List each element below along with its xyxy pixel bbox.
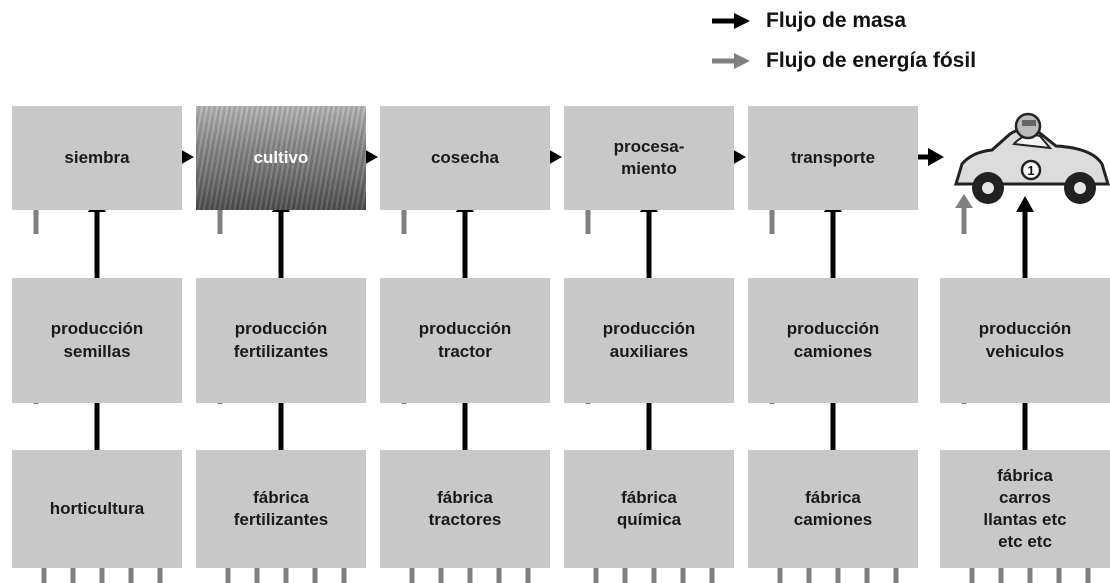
box-label: cultivo	[253, 147, 309, 167]
legend-mass-flow: Flujo de masa	[710, 6, 906, 36]
box-transporte: transporte	[748, 106, 918, 210]
box-cultivo: cultivo	[196, 106, 366, 210]
box-car	[940, 106, 1110, 210]
box-fabrica-camiones: fábrica camiones	[748, 450, 918, 568]
box-label: fábrica camiones	[793, 487, 873, 529]
box-fabrica-carros: fábrica carros llantas etc etc etc	[940, 450, 1110, 568]
box-label: producción camiones	[786, 319, 880, 361]
box-label: cosecha	[430, 147, 500, 167]
box-label: producción auxiliares	[602, 319, 696, 361]
race-car-icon: 1	[953, 112, 1110, 204]
box-produccion-auxiliares: producción auxiliares	[564, 278, 734, 403]
box-label: producción fertilizantes	[233, 319, 329, 361]
energy-arrow-up	[955, 194, 973, 234]
legend-energy-flow-label: Flujo de energía fósil	[766, 49, 977, 72]
box-fabrica-fertilizantes: fábrica fertilizantes	[196, 450, 366, 568]
legend-mass-flow-label: Flujo de masa	[766, 9, 907, 32]
black-arrow-icon	[712, 13, 750, 29]
box-label: fábrica carros llantas etc etc etc	[983, 465, 1067, 552]
box-fabrica-tractores: fábrica tractores	[380, 450, 550, 568]
box-label: procesa- miento	[613, 136, 685, 178]
box-produccion-fertilizantes: producción fertilizantes	[196, 278, 366, 403]
box-procesamiento: procesa- miento	[564, 106, 734, 210]
box-label: producción tractor	[418, 319, 512, 361]
legend-energy-flow: Flujo de energía fósil	[710, 46, 976, 76]
box-produccion-semillas: producción semillas	[12, 278, 182, 403]
gray-arrow-icon	[712, 53, 750, 69]
mass-arrow-up	[1016, 196, 1034, 288]
box-horticultura: horticultura	[12, 450, 182, 568]
box-label: transporte	[790, 147, 876, 167]
box-fabrica-quimica: fábrica química	[564, 450, 734, 568]
box-label: siembra	[64, 147, 130, 167]
box-label: fábrica tractores	[428, 487, 502, 529]
box-label: fábrica química	[616, 487, 682, 529]
box-produccion-vehiculos: producción vehiculos	[940, 278, 1110, 403]
box-siembra: siembra	[12, 106, 182, 210]
box-label: horticultura	[49, 498, 145, 518]
box-produccion-camiones: producción camiones	[748, 278, 918, 403]
box-produccion-tractor: producción tractor	[380, 278, 550, 403]
box-label: producción semillas	[50, 319, 144, 361]
box-label: producción vehiculos	[978, 319, 1072, 361]
car-number: 1	[1027, 163, 1034, 178]
box-label: fábrica fertilizantes	[233, 487, 329, 529]
box-cosecha: cosecha	[380, 106, 550, 210]
